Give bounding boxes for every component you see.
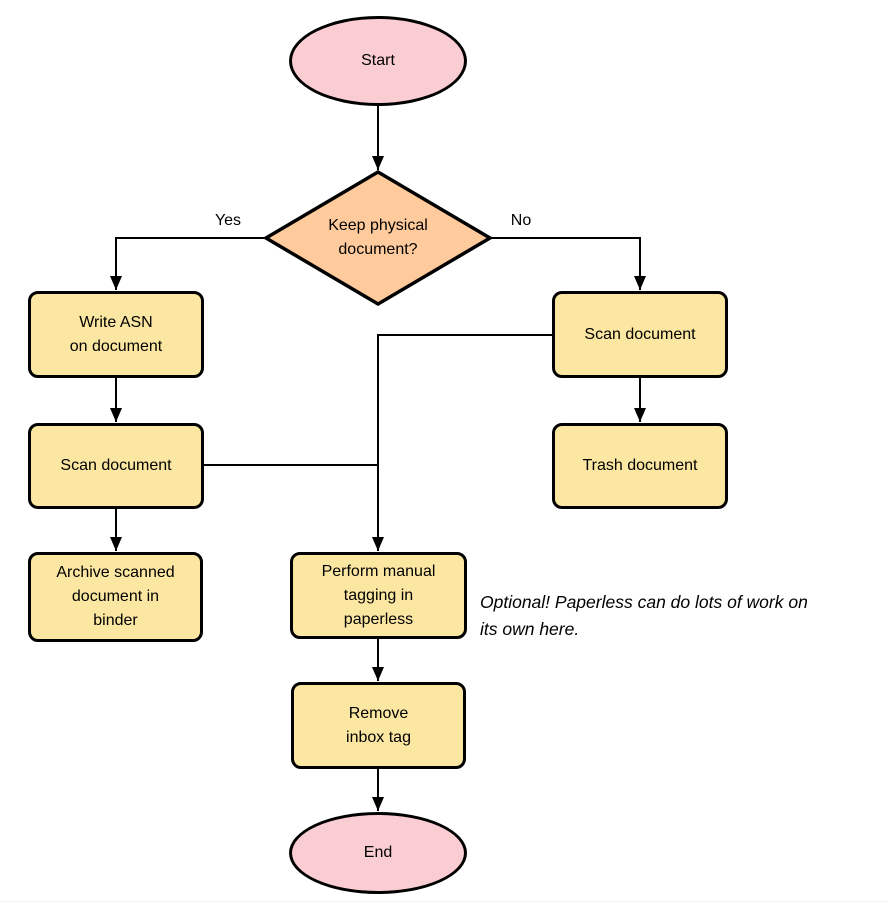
node-scan-document-right-label: Scan document <box>584 325 696 343</box>
bottom-divider <box>0 901 888 902</box>
edge-label-no: No <box>510 212 532 229</box>
node-start-label: Start <box>361 52 395 69</box>
edge-label-yes: Yes <box>214 212 242 229</box>
node-scan-document-left-label: Scan document <box>60 457 172 474</box>
node-write-asn: Write ASN on document <box>28 291 204 378</box>
node-scan-document-left: Scan document <box>28 423 204 509</box>
node-end: End <box>289 812 467 894</box>
node-write-asn-label: Write ASN on document <box>69 313 163 355</box>
node-end-label: End <box>363 844 393 861</box>
node-start: Start <box>289 16 467 106</box>
node-remove-inbox-tag-label: Remove inbox tag <box>346 704 411 746</box>
node-decision-label: Keep physical document? <box>328 217 428 258</box>
optional-note: Optional! Paperless can do lots of work … <box>480 592 808 639</box>
node-trash-document: Trash document <box>552 423 728 509</box>
node-archive-binder: Archive scanned document in binder <box>28 552 203 642</box>
node-remove-inbox-tag: Remove inbox tag <box>291 682 466 769</box>
node-manual-tagging: Perform manual tagging in paperless <box>290 552 467 639</box>
edge-decision-yes <box>110 237 266 290</box>
edge-decision-no <box>490 237 646 290</box>
decision-diamond-shape <box>262 169 494 307</box>
node-scan-document-right: Scan document <box>552 291 728 378</box>
node-trash-document-label: Trash document <box>582 457 698 474</box>
node-archive-binder-label: Archive scanned document in binder <box>56 564 175 629</box>
edge-scanright-to-tagging <box>372 334 552 551</box>
node-manual-tagging-label: Perform manual tagging in paperless <box>321 562 436 628</box>
